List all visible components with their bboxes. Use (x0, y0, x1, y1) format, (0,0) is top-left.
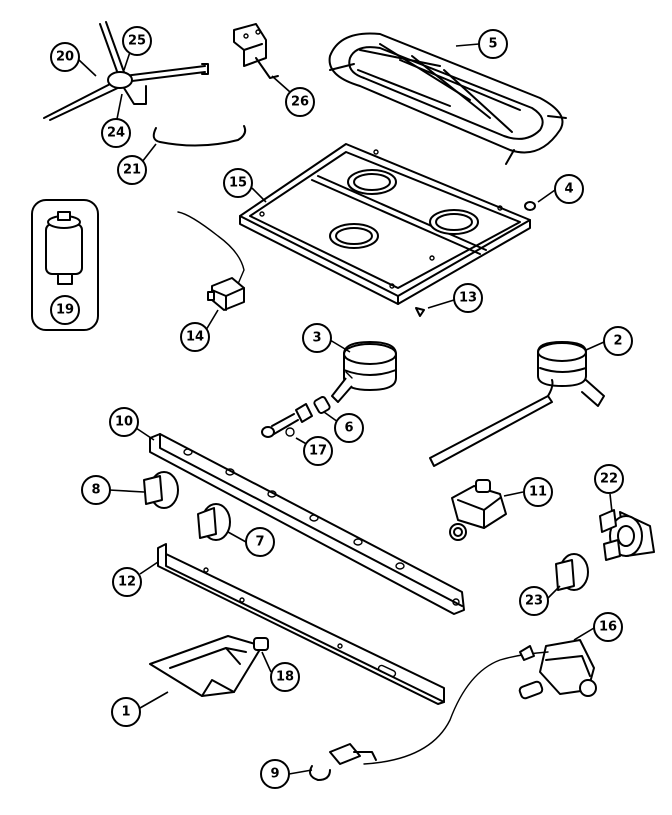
callout-11: 11 (523, 477, 553, 507)
part-burner-3 (331, 341, 397, 403)
part-valve-22 (599, 509, 655, 561)
callout-label: 5 (488, 37, 497, 52)
part-base-1 (149, 635, 269, 697)
callout-label: 2 (613, 334, 622, 349)
part-bracket-26 (233, 23, 279, 79)
part-spreader (43, 21, 209, 121)
callout-label: 21 (123, 163, 141, 178)
callout-25: 25 (122, 26, 152, 56)
callout-12: 12 (112, 567, 142, 597)
part-screw-4 (524, 201, 536, 211)
part-valve-16 (363, 639, 597, 765)
callout-label: 10 (115, 415, 133, 430)
callout-3: 3 (302, 323, 332, 353)
callout-18: 18 (270, 662, 300, 692)
part-knob-7 (197, 503, 231, 541)
callout-label: 23 (525, 594, 543, 609)
callout-6: 6 (334, 413, 364, 443)
callout-26: 26 (285, 87, 315, 117)
part-bracket-10 (149, 433, 465, 615)
part-switch-14 (177, 211, 245, 311)
callout-label: 26 (291, 95, 309, 110)
callout-22: 22 (594, 464, 624, 494)
callout-20: 20 (50, 42, 80, 72)
callout-label: 4 (564, 182, 573, 197)
part-electrode-9 (309, 743, 377, 781)
callout-13: 13 (453, 283, 483, 313)
callout-17: 17 (303, 436, 333, 466)
callout-label: 25 (128, 34, 146, 49)
part-burner-2 (429, 341, 605, 467)
callout-label: 11 (529, 485, 547, 500)
callout-label: 24 (107, 126, 125, 141)
callout-label: 3 (312, 331, 321, 346)
callout-label: 15 (229, 176, 247, 191)
callout-label: 13 (459, 291, 477, 306)
callout-label: 1 (121, 705, 130, 720)
callout-label: 12 (118, 575, 136, 590)
callout-label: 17 (309, 444, 327, 459)
callout-label: 9 (270, 767, 279, 782)
part-screw-13 (415, 307, 425, 317)
callout-label: 16 (599, 620, 617, 635)
part-cooktop-15 (239, 143, 531, 305)
part-channel-12 (157, 543, 445, 705)
callout-2: 2 (603, 326, 633, 356)
callout-label: 19 (56, 303, 74, 318)
callout-label: 18 (276, 670, 294, 685)
callout-7: 7 (245, 527, 275, 557)
callout-19: 19 (50, 295, 80, 325)
callout-10: 10 (109, 407, 139, 437)
part-knob-23 (555, 553, 589, 591)
callout-16: 16 (593, 612, 623, 642)
callout-21: 21 (117, 155, 147, 185)
callout-8: 8 (81, 475, 111, 505)
callout-label: 7 (255, 535, 264, 550)
callout-label: 6 (344, 421, 353, 436)
callout-14: 14 (180, 322, 210, 352)
callout-label: 8 (91, 483, 100, 498)
callout-15: 15 (223, 168, 253, 198)
part-grate-5 (328, 32, 567, 165)
part-filter-19 (31, 199, 99, 331)
part-orifice-6-17 (261, 396, 331, 438)
part-valve-11 (449, 479, 507, 541)
part-knob-8 (143, 471, 179, 509)
callout-label: 22 (600, 472, 618, 487)
callout-24: 24 (101, 118, 131, 148)
callout-4: 4 (554, 174, 584, 204)
callout-1: 1 (111, 697, 141, 727)
callout-label: 14 (186, 330, 204, 345)
callout-label: 20 (56, 50, 74, 65)
callout-23: 23 (519, 586, 549, 616)
callout-9: 9 (260, 759, 290, 789)
part-wire-21 (152, 125, 247, 147)
callout-5: 5 (478, 29, 508, 59)
